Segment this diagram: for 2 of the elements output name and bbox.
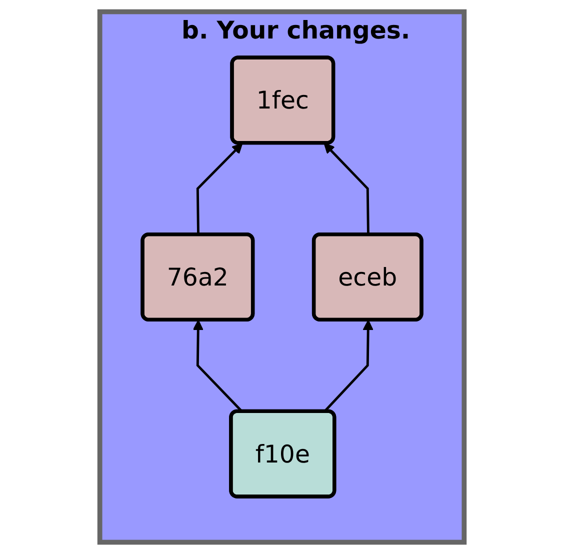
arrow xyxy=(196,142,243,235)
arrow xyxy=(324,142,370,235)
